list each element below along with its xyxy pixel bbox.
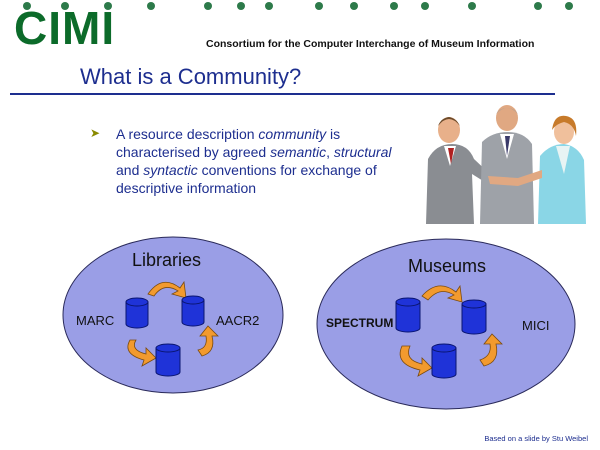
database-cylinder-icon — [395, 297, 487, 379]
museums-title: Museums — [408, 256, 487, 276]
header-dots-decoration — [23, 2, 573, 10]
libraries-diagram — [62, 236, 284, 394]
museums-diagram — [316, 238, 576, 410]
slide-title: What is a Community? — [80, 64, 302, 89]
bullet-text: A resource description community is char… — [116, 126, 392, 196]
libraries-title: Libraries — [132, 250, 202, 270]
aacr2-label: AACR2 — [216, 313, 260, 328]
handshake-people-image — [426, 105, 586, 224]
marc-label: MARC — [76, 313, 115, 328]
consortium-subtitle: Consortium for the Computer Interchange … — [206, 38, 535, 50]
footer-credit: Based on a slide by Stu Weibel — [484, 434, 588, 443]
mici-label: MICI — [522, 318, 550, 333]
bullet-arrow-icon: ➤ — [90, 126, 101, 140]
cimi-logo: CIMI — [14, 2, 116, 54]
spectrum-label: SPECTRUM — [326, 316, 394, 330]
title-divider — [10, 93, 555, 95]
arrow-icon — [399, 284, 503, 377]
database-cylinder-icon — [125, 295, 205, 377]
arrow-icon — [127, 280, 219, 367]
